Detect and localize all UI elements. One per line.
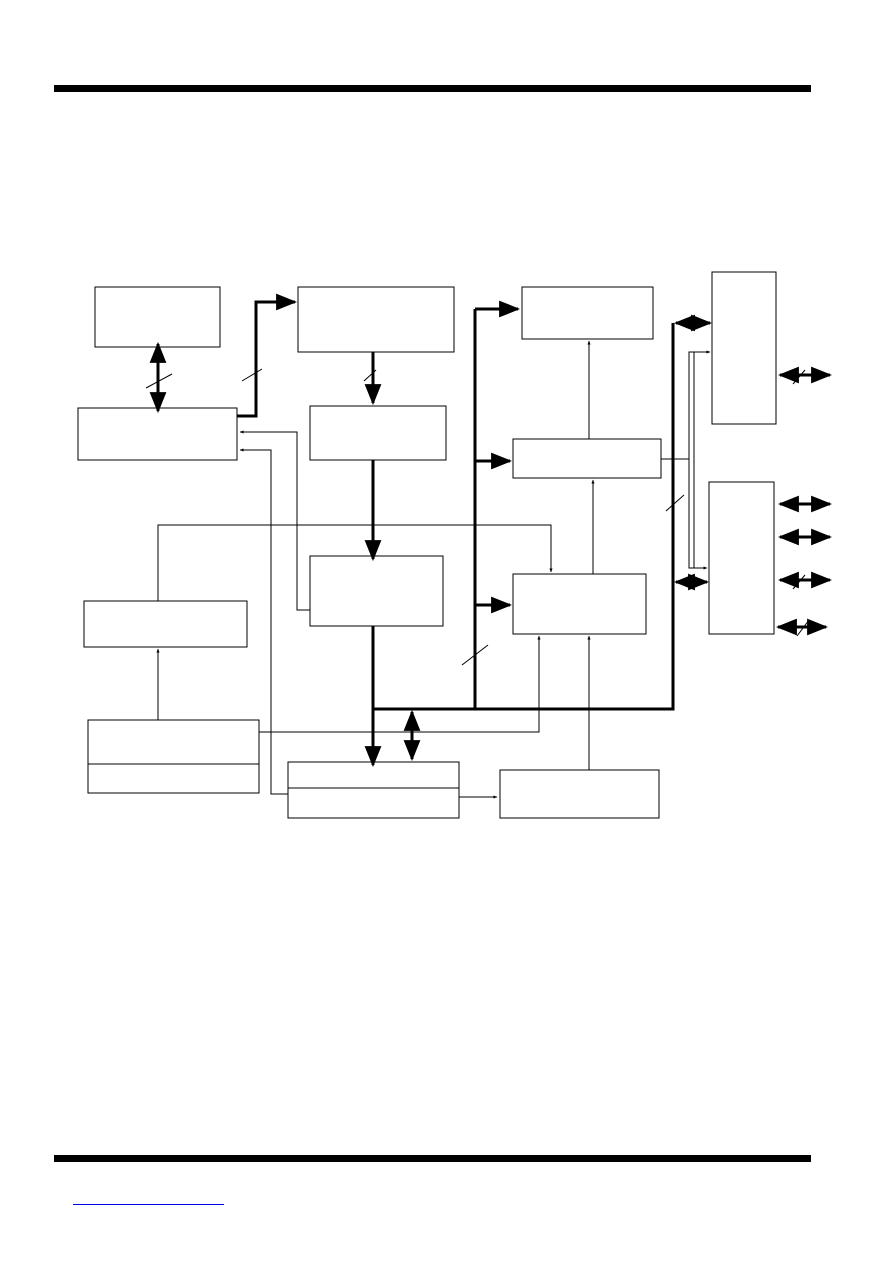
- block-d: [309, 405, 447, 461]
- block-f: [83, 600, 248, 648]
- bus-width-tick: [363, 369, 377, 382]
- link-k-n: [688, 459, 708, 570]
- header-rule: [54, 85, 811, 92]
- footer-link[interactable]: [73, 1204, 224, 1205]
- block-n: [708, 481, 775, 635]
- block-l: [512, 573, 647, 635]
- bus-width-tick: [241, 368, 263, 382]
- block-i: [499, 769, 660, 819]
- block-g: [87, 719, 260, 794]
- block-j: [521, 286, 654, 340]
- block-a: [94, 286, 221, 348]
- bus-width-tick: [145, 373, 173, 389]
- bus-width-tick: [665, 494, 685, 512]
- footer-rule: [54, 1155, 811, 1162]
- block-k: [512, 438, 662, 479]
- block-h: [287, 761, 460, 819]
- link-g-l: [259, 635, 541, 733]
- main-bus: [373, 323, 675, 711]
- link-h-b: [239, 448, 288, 795]
- bus-width-tick: [796, 619, 810, 637]
- bus-b-c: [237, 293, 298, 418]
- bus-width-tick: [792, 574, 806, 590]
- link-e-b: [239, 430, 310, 611]
- link-f-l: [157, 524, 553, 601]
- bus-width-tick: [792, 369, 806, 385]
- bus-width-tick: [461, 644, 489, 666]
- block-e: [309, 555, 444, 627]
- block-m: [711, 271, 777, 425]
- block-c: [297, 286, 455, 353]
- link-k-m: [661, 350, 711, 460]
- block-b: [77, 407, 238, 461]
